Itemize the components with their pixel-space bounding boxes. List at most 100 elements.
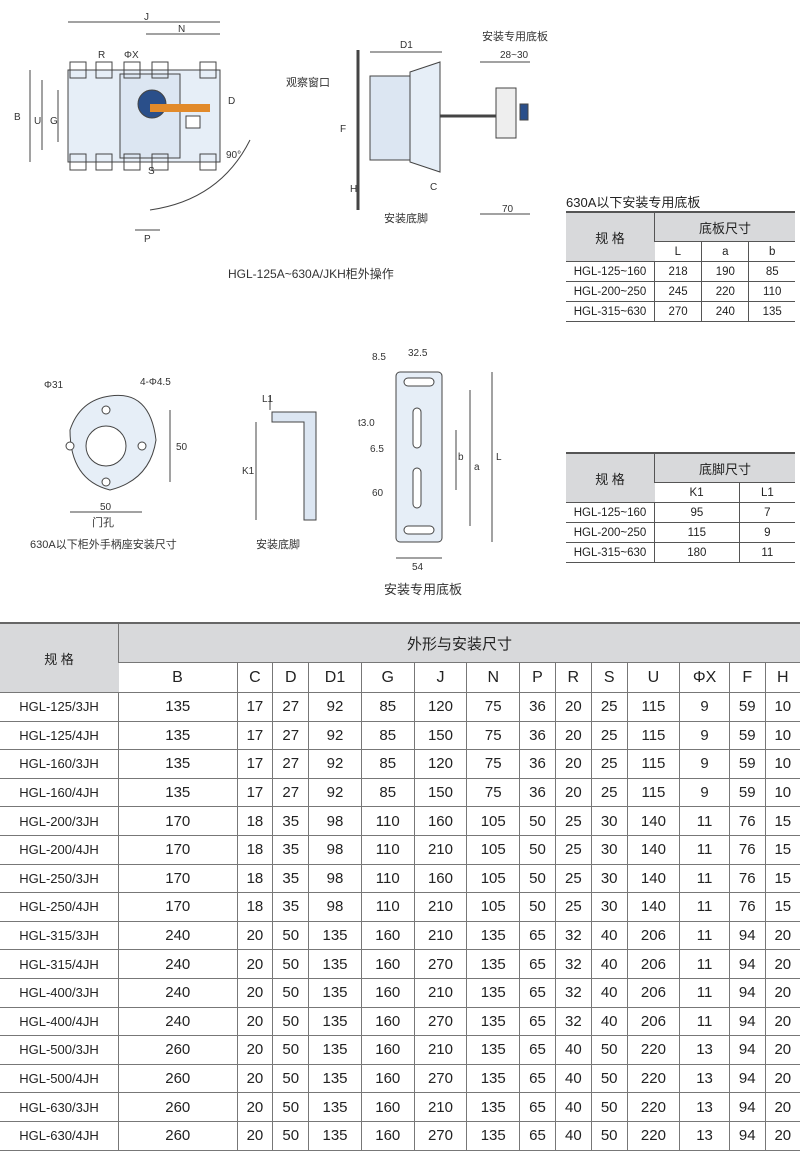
value-cell: 18 — [236, 835, 273, 865]
value-cell: 40 — [590, 978, 628, 1008]
value-cell: 59 — [728, 778, 766, 808]
value-cell: 20 — [764, 1121, 800, 1151]
value-cell: 135 — [308, 978, 362, 1008]
value-cell: 240 — [701, 301, 749, 322]
value-cell: 11 — [679, 949, 730, 979]
value-cell: 105 — [466, 892, 520, 922]
value-cell: 94 — [728, 1092, 766, 1122]
value-cell: 150 — [413, 778, 467, 808]
value-cell: 15 — [764, 892, 800, 922]
value-cell: 85 — [360, 692, 415, 722]
value-cell: 115 — [626, 778, 680, 808]
value-cell: 94 — [728, 949, 766, 979]
value-cell: 25 — [590, 778, 628, 808]
col-header: U — [626, 662, 680, 693]
value-cell: 190 — [701, 261, 749, 282]
value-cell: 92 — [308, 721, 362, 751]
value-cell: 11 — [679, 978, 730, 1008]
value-cell: 20 — [554, 692, 592, 722]
value-cell: 135 — [118, 692, 237, 722]
value-cell: 9 — [679, 749, 730, 779]
value-cell: 17 — [236, 721, 273, 751]
value-cell: 35 — [272, 806, 309, 836]
value-cell: 27 — [272, 778, 309, 808]
col-header: B — [118, 662, 237, 693]
value-cell: 98 — [308, 835, 362, 865]
group-header: 外形与安装尺寸 — [118, 623, 800, 663]
svg-text:K1: K1 — [242, 466, 255, 477]
svg-text:H: H — [350, 184, 357, 195]
svg-text:N: N — [178, 24, 185, 35]
door-hole-drawing — [65, 394, 171, 513]
svg-text:ΦX: ΦX — [124, 50, 139, 61]
value-cell: 160 — [360, 1035, 415, 1065]
value-cell: 206 — [626, 1007, 680, 1037]
model-cell: HGL-200~250 — [566, 522, 655, 543]
value-cell: 65 — [519, 1121, 556, 1151]
svg-text:50: 50 — [100, 502, 112, 513]
value-cell: 10 — [764, 721, 800, 751]
value-cell: 160 — [413, 806, 467, 836]
value-cell: 25 — [590, 692, 628, 722]
value-cell: 20 — [764, 921, 800, 951]
svg-text:32.5: 32.5 — [408, 348, 428, 359]
value-cell: 210 — [413, 978, 467, 1008]
model-cell: HGL-315/4JH — [0, 949, 119, 979]
col-header: L1 — [738, 482, 795, 503]
svg-text:50: 50 — [176, 442, 188, 453]
value-cell: 18 — [236, 892, 273, 922]
col-header: F — [728, 662, 766, 693]
value-cell: 50 — [272, 921, 309, 951]
value-cell: 65 — [519, 949, 556, 979]
model-cell: HGL-200/4JH — [0, 835, 119, 865]
svg-text:安装专用底板: 安装专用底板 — [384, 582, 462, 597]
col-header: b — [748, 241, 795, 262]
value-cell: 13 — [679, 1121, 730, 1151]
value-cell: 30 — [590, 806, 628, 836]
svg-text:b: b — [458, 452, 464, 463]
value-cell: 27 — [272, 721, 309, 751]
value-cell: 13 — [679, 1035, 730, 1065]
svg-text:S: S — [148, 166, 155, 177]
value-cell: 92 — [308, 778, 362, 808]
group-header: 底板尺寸 — [654, 212, 795, 242]
value-cell: 170 — [118, 892, 237, 922]
model-cell: HGL-125~160 — [566, 261, 655, 282]
value-cell: 50 — [519, 835, 556, 865]
value-cell: 17 — [236, 692, 273, 722]
svg-text:D: D — [228, 96, 235, 107]
value-cell: 76 — [728, 864, 766, 894]
col-header: a — [701, 241, 749, 262]
value-cell: 32 — [554, 978, 592, 1008]
value-cell: 135 — [308, 1064, 362, 1094]
svg-text:8.5: 8.5 — [372, 352, 386, 363]
value-cell: 135 — [308, 1121, 362, 1151]
value-cell: 50 — [590, 1121, 628, 1151]
value-cell: 270 — [413, 1064, 467, 1094]
value-cell: 270 — [413, 949, 467, 979]
value-cell: 170 — [118, 835, 237, 865]
value-cell: 50 — [590, 1035, 628, 1065]
col-header: J — [413, 662, 467, 693]
value-cell: 105 — [466, 835, 520, 865]
value-cell: 120 — [413, 692, 467, 722]
value-cell: 40 — [590, 949, 628, 979]
value-cell: 135 — [748, 301, 795, 322]
value-cell: 135 — [466, 1121, 520, 1151]
svg-text:U: U — [34, 116, 41, 127]
value-cell: 135 — [466, 949, 520, 979]
value-cell: 270 — [653, 301, 702, 322]
value-cell: 65 — [519, 1092, 556, 1122]
value-cell: 94 — [728, 1007, 766, 1037]
value-cell: 98 — [308, 892, 362, 922]
